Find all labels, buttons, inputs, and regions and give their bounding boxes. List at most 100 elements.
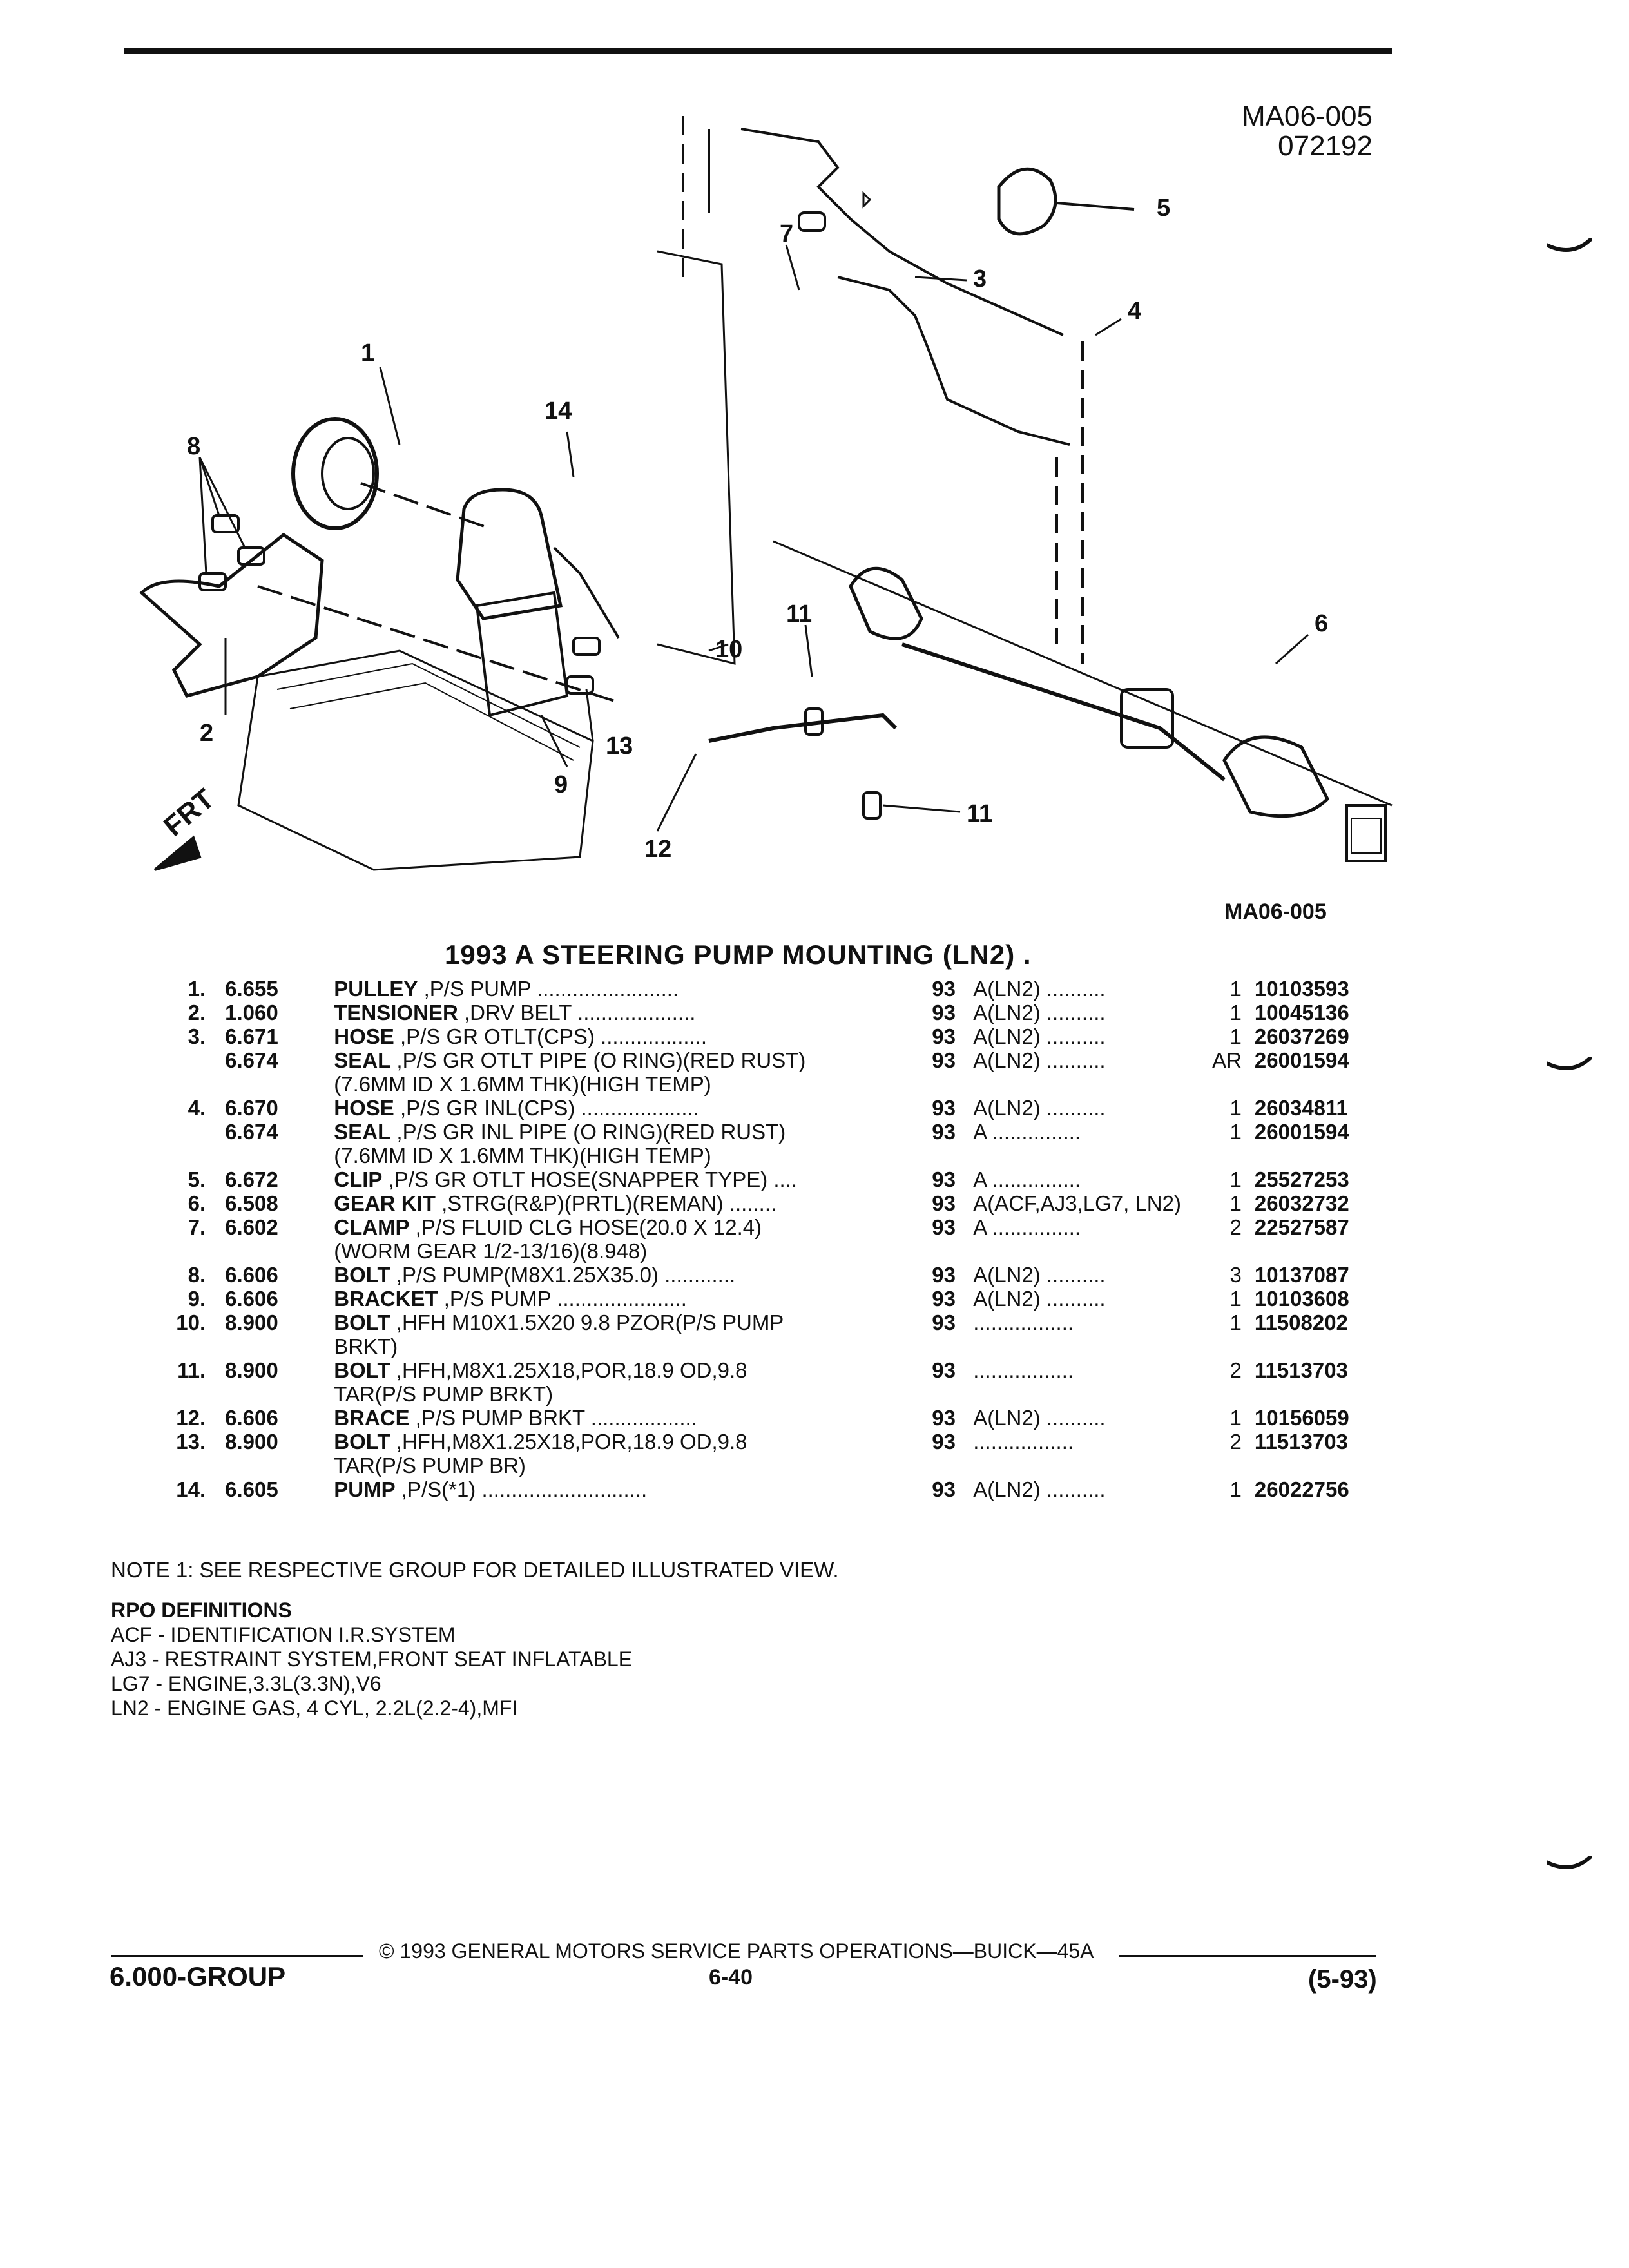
part-description: SEAL ,P/S GR OTLT PIPE (O RING)(RED RUST… [321,1048,932,1096]
pulley-shape [291,417,379,530]
model-usage: A ............... [973,1120,1081,1144]
part-detail-cont: TAR(P/S PUMP BR) [334,1454,526,1477]
part-description: BRACKET ,P/S PUMP ...................... [321,1287,932,1311]
item-number: 9. [188,1287,206,1311]
model-year: 93 [932,1477,956,1501]
exploded-parts-diagram: FRT 1 2 3 4 5 6 7 8 9 10 11 11 12 13 14 [139,116,1393,871]
callout-4: 4 [1128,298,1141,325]
item-number: 2. [188,1001,206,1024]
group-number: 6.605 [225,1477,278,1501]
part-description: BRACE ,P/S PUMP BRKT .................. [321,1406,932,1430]
item-number: 11. [177,1358,206,1382]
footer-date: (5-93) [1308,1965,1377,1994]
model-usage: A ............... [973,1215,1081,1239]
callout-11a: 11 [786,601,812,628]
model-usage: A(LN2) .......... [973,1287,1106,1311]
quantity: 1 [1229,1024,1242,1048]
model-usage: ................. [973,1311,1074,1334]
item-number: 13. [176,1430,206,1454]
part-name: PUMP [334,1477,396,1501]
callout-11b: 11 [967,800,992,827]
part-number: 11508202 [1254,1311,1348,1334]
part-number: 26001594 [1254,1120,1349,1144]
callout-7: 7 [780,220,793,247]
part-description: CLIP ,P/S GR OTLT HOSE(SNAPPER TYPE) ...… [321,1168,932,1191]
item-number: 3. [188,1024,206,1048]
model-year: 93 [932,1215,956,1239]
pump-shape [456,488,563,620]
diagram-code: MA06-005 [1241,101,1373,132]
quantity: 3 [1229,1263,1242,1287]
part-detail-cont: (WORM GEAR 1/2-13/16)(8.948) [334,1239,648,1263]
model-usage: A(LN2) .......... [973,1048,1106,1072]
table-row: 3. 6.671 HOSE ,P/S GR OTLT(CPS) ..........… [129,1024,1392,1048]
callout-9: 9 [554,771,568,798]
model-year: 93 [932,1191,956,1215]
group-number: 6.671 [225,1024,278,1048]
part-number: 22527587 [1254,1215,1349,1239]
part-name: BOLT [334,1311,390,1334]
part-description: HOSE ,P/S GR OTLT(CPS) .................… [321,1024,932,1048]
model-usage: A(LN2) .......... [973,1024,1106,1048]
bolt-shapes [198,514,882,820]
callout-2: 2 [200,720,213,747]
model-usage: A(LN2) .......... [973,1096,1106,1120]
item-number: 14. [176,1477,206,1501]
table-row: 2. 1.060 TENSIONER ,DRV BELT .............… [129,1001,1392,1024]
part-number: 26001594 [1254,1048,1349,1072]
part-description: SEAL ,P/S GR INL PIPE (O RING)(RED RUST)… [321,1120,932,1168]
quantity: 2 [1229,1358,1242,1382]
quantity: 1 [1229,1287,1242,1311]
part-detail: ,P/S GR OTLT(CPS) .................. [394,1024,708,1048]
group-number: 6.606 [225,1406,278,1430]
quantity: 1 [1229,1406,1242,1430]
part-description: BOLT ,P/S PUMP(M8X1.25X35.0) ...........… [321,1263,932,1287]
part-number: 10045136 [1254,1001,1349,1024]
part-detail-cont: TAR(P/S PUMP BRKT) [334,1382,554,1406]
model-year: 93 [932,1311,956,1334]
group-number: 1.060 [225,1001,278,1024]
model-year: 93 [932,1024,956,1048]
group-number: 6.674 [225,1120,278,1144]
part-name: CLIP [334,1168,383,1191]
part-detail: ,STRG(R&P)(PRTL)(REMAN) ........ [435,1191,777,1215]
part-detail: ,P/S PUMP ...................... [438,1287,687,1311]
model-usage: A(ACF,AJ3,LG7, LN2) [973,1191,1181,1215]
group-number: 8.900 [225,1430,278,1454]
part-number: 10137087 [1254,1263,1349,1287]
part-detail: ,DRV BELT .................... [458,1001,696,1024]
frt-label: FRT [158,783,220,843]
item-number: 5. [188,1168,206,1191]
part-description: GEAR KIT ,STRG(R&P)(PRTL)(REMAN) .......… [321,1191,932,1215]
model-year: 93 [932,1430,956,1454]
part-description: TENSIONER ,DRV BELT .................... [321,1001,932,1024]
part-detail: ,P/S GR INL PIPE (O RING)(RED RUST) [390,1120,786,1144]
group-number: 6.655 [225,977,278,1001]
margin-mark [1547,1856,1592,1869]
quantity: 1 [1229,1311,1242,1334]
part-description: PUMP ,P/S(*1) ..........................… [321,1477,932,1501]
steering-gear-shape [773,540,1393,807]
model-year: 93 [932,1001,956,1024]
item-number: 8. [188,1263,206,1287]
part-name: SEAL [334,1120,391,1144]
engine-outline [237,649,594,871]
table-row: 14. 6.605 PUMP ,P/S(*1) ..................… [129,1477,1392,1501]
footnote: NOTE 1: SEE RESPECTIVE GROUP FOR DETAILE… [111,1558,839,1582]
model-usage: A(LN2) .......... [973,1001,1106,1024]
quantity: 1 [1229,1477,1242,1501]
callout-3: 3 [973,265,987,293]
rpo-item: LG7 - ENGINE,3.3L(3.3N),V6 [111,1672,381,1695]
model-year: 93 [932,1120,956,1144]
rpo-heading: RPO DEFINITIONS [111,1599,292,1622]
clip-shape [997,167,1057,236]
rpo-item: AJ3 - RESTRAINT SYSTEM,FRONT SEAT INFLAT… [111,1648,633,1671]
callout-12: 12 [644,836,671,863]
part-name: TENSIONER [334,1001,458,1024]
